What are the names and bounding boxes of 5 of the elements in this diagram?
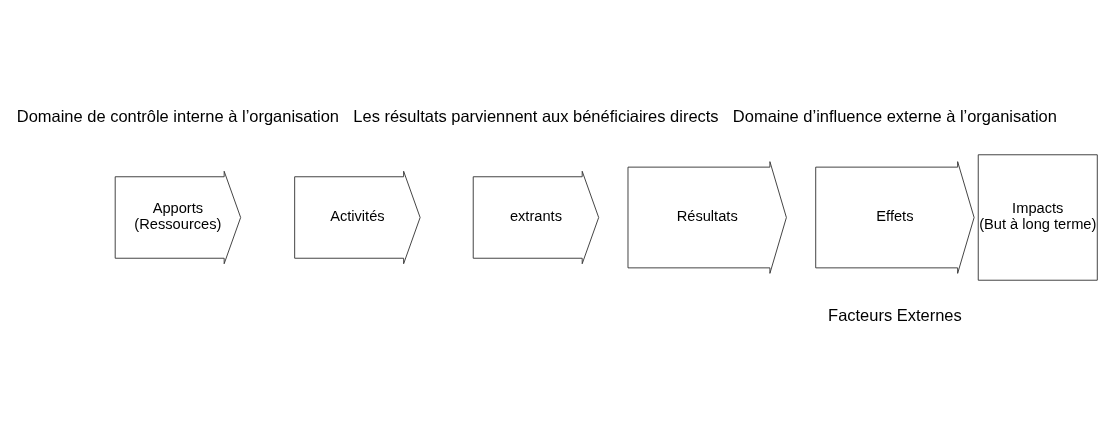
label: Les résultats parviennent aux bénéficiaires directs xyxy=(353,107,719,126)
node-box: Impacts (But à long terme) xyxy=(977,154,1098,281)
label: Domaine d’influence externe à l’organisation xyxy=(732,107,1057,126)
label: Domaine de contrôle interne à l’organisation xyxy=(16,107,340,126)
label: Facteurs Externes xyxy=(828,305,962,324)
